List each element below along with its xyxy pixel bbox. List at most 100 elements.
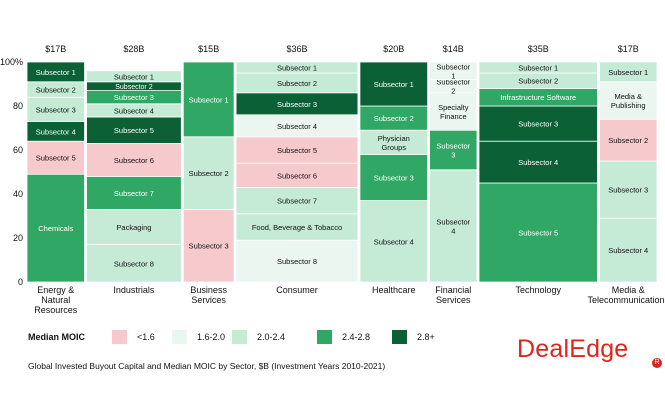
segment-label: Subsector 4: [518, 158, 558, 167]
y-tick-label: 0: [18, 277, 23, 287]
segment-bar: [26, 96, 85, 122]
segment-bar: [429, 92, 478, 131]
sector-name-label: Financial: [435, 285, 471, 295]
sector-name-label: Business: [190, 285, 227, 295]
segment-label: Subsector 1: [374, 80, 414, 89]
segment-label: Subsector: [436, 78, 470, 87]
segment-label: Subsector 3: [114, 93, 154, 102]
segment-bar: [429, 61, 478, 81]
sector-total-label: $28B: [123, 44, 144, 54]
segment-label: Media &: [614, 92, 642, 101]
segment-label: Subsector 1: [189, 95, 229, 104]
sector-name-label: Healthcare: [372, 285, 416, 295]
segment-label: Subsector 6: [114, 156, 154, 165]
segment-label: Publishing: [611, 101, 646, 110]
legend-item: 2.4-2.8: [317, 330, 370, 344]
legend-item: 1.6-2.0: [172, 330, 225, 344]
segment-bar: [86, 208, 182, 245]
segment-label: Subsector 3: [36, 105, 76, 114]
brand-logo: DealEdge: [517, 335, 629, 363]
legend-item: 2.8+: [392, 330, 435, 344]
segment-label: Subsector 4: [277, 122, 317, 131]
segment-label: Subsector 2: [608, 136, 648, 145]
segment-bar: [359, 129, 429, 155]
segment-label: Subsector 4: [374, 237, 414, 246]
segment-bar: [599, 217, 658, 283]
legend-item: <1.6: [112, 330, 155, 344]
segment-label: Subsector 2: [115, 84, 152, 91]
segment-label: Infrastructure Software: [500, 93, 576, 102]
segment-bar: [235, 61, 359, 74]
sector-total-label: $17B: [45, 44, 66, 54]
segment-label: Subsector 3: [518, 120, 558, 129]
sector-name-label: Resources: [34, 305, 78, 315]
segment-label: Physician: [378, 134, 410, 143]
sector-total-label: $20B: [383, 44, 404, 54]
sector-name-label: Services: [191, 295, 226, 305]
segment-label: Subsector 2: [518, 77, 558, 86]
legend-label: 2.0-2.4: [257, 332, 286, 342]
segment-label: Subsector 3: [277, 100, 317, 109]
segment-label: Finance: [440, 112, 467, 121]
segment-bar: [235, 186, 359, 215]
sector-name-label: Consumer: [276, 285, 318, 295]
segment-label: Subsector 2: [277, 79, 317, 88]
segment-bar: [182, 136, 235, 210]
legend-swatch: [232, 330, 247, 344]
segment-label: Subsector 2: [374, 114, 414, 123]
segment-bar: [359, 61, 429, 107]
legend-swatch: [172, 330, 187, 344]
legend-swatch: [317, 330, 332, 344]
segment-bar: [86, 70, 182, 83]
segment-label: Subsector 7: [277, 197, 317, 206]
segment-label: Subsector 4: [608, 246, 648, 255]
segment-label: Subsector 3: [189, 242, 229, 251]
segment-label: Subsector 3: [608, 186, 648, 195]
y-tick-label: 100%: [0, 57, 23, 67]
segment-bar: [235, 213, 359, 241]
segment-label: Subsector 8: [277, 257, 317, 266]
y-tick-label: 60: [13, 145, 23, 155]
segment-bar: [235, 136, 359, 164]
sector-name-label: Energy &: [37, 285, 74, 295]
legend-label: 2.4-2.8: [342, 332, 371, 342]
legend-label: <1.6: [137, 332, 155, 342]
segment-bar: [599, 61, 658, 83]
segment-label: Subsector 2: [36, 86, 76, 95]
segment-bar: [86, 142, 182, 177]
sector-total-label: $36B: [286, 44, 307, 54]
segment-label: Subsector 8: [114, 259, 154, 268]
segment-bar: [235, 239, 359, 283]
segment-bar: [429, 129, 478, 171]
segment-bar: [478, 182, 598, 283]
segment-label: Packaging: [116, 223, 151, 232]
segment-bar: [182, 61, 235, 138]
chart-caption: Global Invested Buyout Capital and Media…: [28, 361, 386, 371]
segment-label: 1: [451, 71, 455, 80]
segment-label: Subsector 2: [189, 169, 229, 178]
segment-label: Subsector 1: [518, 64, 558, 73]
legend-label: 1.6-2.0: [197, 332, 226, 342]
segment-label: Chemicals: [38, 224, 73, 233]
segment-label: Subsector 5: [36, 154, 76, 163]
segment-bar: [26, 61, 85, 83]
legend-title: Median MOIC: [28, 332, 86, 342]
sector-name-label: Industrials: [113, 285, 155, 295]
segment-bar: [599, 81, 658, 120]
segment-label: Subsector 1: [608, 68, 648, 77]
legend-item: 2.0-2.4: [232, 330, 285, 344]
segment-label: Subsector 5: [114, 126, 154, 135]
y-tick-label: 80: [13, 101, 23, 111]
segment-label: 3: [451, 151, 455, 160]
segment-label: Subsector 1: [36, 68, 76, 77]
segment-label: Subsector 1: [277, 64, 317, 73]
sector-name-label: Natural: [41, 295, 70, 305]
segment-label: Subsector: [436, 62, 470, 71]
sector-name-label: Services: [436, 295, 471, 305]
segment-bar: [359, 153, 429, 201]
segment-label: Subsector: [436, 142, 470, 151]
segment-label: Subsector 1: [114, 72, 154, 81]
segment-label: Subsector 4: [114, 106, 154, 115]
y-tick-label: 40: [13, 189, 23, 199]
